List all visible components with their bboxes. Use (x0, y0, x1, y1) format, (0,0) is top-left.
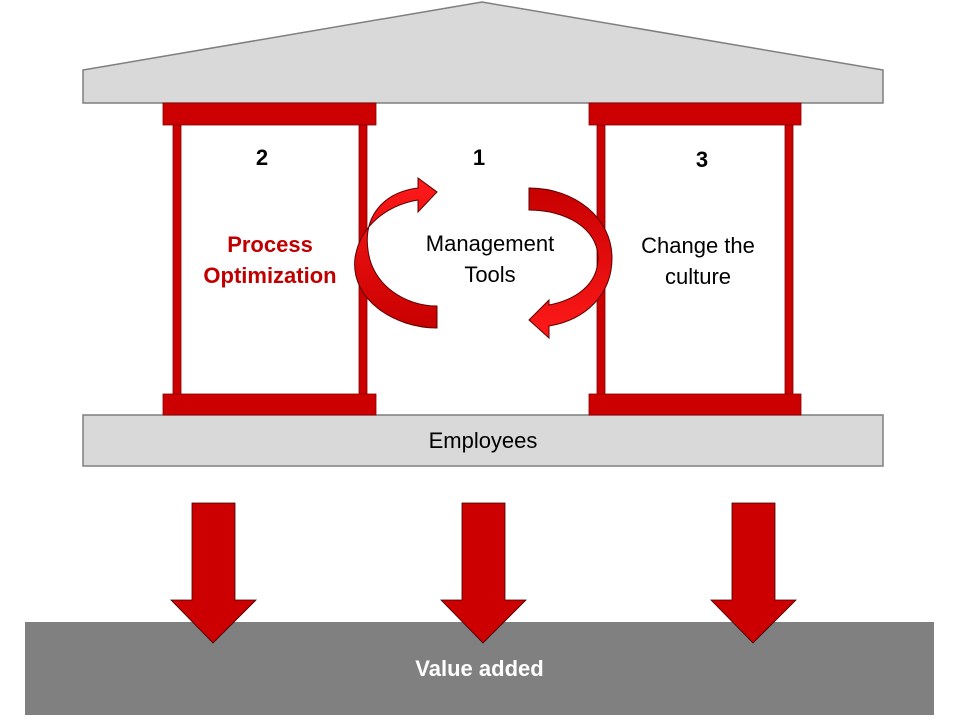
pillar-label-management-tools: Management Tools (405, 228, 575, 290)
pillar-number-center: 1 (472, 145, 486, 170)
pillar-label-line1: Change the (641, 233, 755, 258)
pillar-number-right: 3 (695, 147, 709, 172)
down-arrow-middle-icon (440, 502, 527, 644)
pillar-label-line2: Tools (464, 262, 516, 287)
pillar-label-process-optimization: Process Optimization (183, 229, 357, 291)
pillar-label-line1: Management (425, 231, 555, 256)
down-arrow-right-icon (710, 502, 797, 644)
pillar-label-change-culture: Change the culture (612, 230, 784, 292)
cycle-arrow-left-icon (354, 177, 438, 329)
employees-base (82, 414, 884, 467)
cycle-arrow-right-icon (528, 187, 613, 340)
pillar-label-line2: Optimization (203, 263, 337, 288)
pillar-label-line1: Process (227, 232, 313, 257)
roof (82, 1, 884, 104)
down-arrow-left-icon (170, 502, 257, 644)
pillar-number-left: 2 (255, 145, 269, 170)
value-added-label: Value added (415, 656, 544, 681)
pillar-label-line2: culture (664, 264, 732, 289)
employees-label: Employees (428, 428, 538, 453)
